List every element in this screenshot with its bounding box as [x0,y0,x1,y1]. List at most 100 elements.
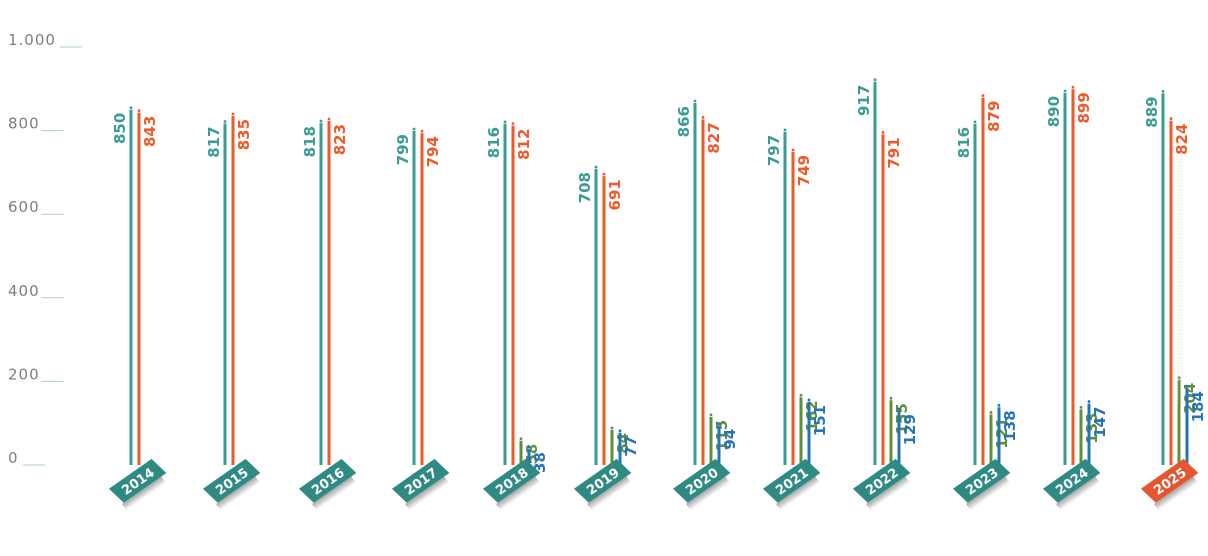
value-label: 866 [675,106,693,137]
value-label: 850 [111,113,129,144]
bar-cap [137,109,141,113]
bar-cap [503,120,507,124]
bar-cap [1185,384,1189,388]
bar-cap [791,148,795,152]
bar-cap [783,128,787,132]
y-tick-label: 0 [8,449,19,467]
year-badge: 2018 [482,458,541,511]
value-label: 147 [1091,407,1109,438]
year-badge-bg [852,458,911,503]
value-label: 812 [515,129,533,160]
value-label: 823 [331,124,349,155]
value-label: 816 [485,127,503,158]
value-label: 77 [622,436,640,457]
year-badge-shadow [866,476,910,511]
bar-cap [701,115,705,119]
year-badge: 2021 [762,458,821,511]
bar-cap [693,99,697,103]
value-label: 816 [955,127,973,158]
bar-cap [1169,117,1173,120]
bar-cap [327,117,331,121]
value-label: 843 [141,116,159,147]
value-label: 889 [1143,96,1161,127]
year-badge-bg [202,458,261,503]
value-label: 691 [606,179,624,210]
bar-cap [223,120,227,123]
year-badge-shadow [405,476,449,511]
year-badge: 2019 [573,458,632,511]
bar-cap [231,112,235,116]
value-label: 94 [721,429,739,450]
year-badge-shadow [312,476,356,511]
value-label: 827 [705,122,723,153]
bar-cap [1087,400,1091,403]
value-label: 38 [531,452,549,473]
year-badge-bg [952,458,1011,503]
bar-cap [989,411,993,414]
year-badge-bg [672,458,731,503]
year-badge-shadow [1154,476,1198,511]
bar-cap [873,78,877,82]
bar-cap [889,396,893,400]
year-badge-shadow [496,476,540,511]
year-badge-bg [573,458,632,503]
year-badge-shadow [686,476,730,511]
year-badge: 2025 [1140,458,1199,511]
value-label: 899 [1075,92,1093,123]
bar-cap [807,398,811,402]
year-badge-shadow [966,476,1010,511]
bar-cap [1079,406,1083,409]
year-badge-shadow [587,476,631,511]
bar-cap [610,426,614,430]
bar-cap [519,437,523,441]
value-label: 791 [885,137,903,168]
value-label: 708 [576,172,594,203]
bar-cap [618,429,622,433]
bar-cap [420,129,424,133]
value-label: 151 [811,405,829,436]
value-label: 799 [394,134,412,165]
bar-cap [981,94,985,97]
y-tick-label: 800 [8,115,40,133]
year-badge-bg [482,458,541,503]
year-badge-shadow [216,476,260,511]
value-label: 749 [795,155,813,186]
value-label: 824 [1173,124,1191,155]
y-tick-label: 600 [8,198,40,216]
value-label: 835 [235,119,253,150]
bar-cap [709,413,713,417]
bar-cap [973,120,977,124]
y-tick-label: 400 [8,282,40,300]
bar-cap [997,403,1001,407]
value-label: 890 [1045,96,1063,127]
bar-cap [129,106,133,110]
value-label: 129 [901,414,919,445]
y-tick-label: 200 [8,365,40,383]
bar-cap [1063,89,1067,93]
value-label: 184 [1189,391,1207,422]
value-label: 797 [765,135,783,166]
value-label: 879 [985,101,1003,132]
bar-cap [594,165,598,169]
bar-cap [602,172,606,176]
year-badge: 2015 [202,458,261,511]
year-badge-shadow [1056,476,1100,511]
year-badge: 2024 [1042,458,1101,511]
year-badge-shadow [776,476,820,511]
bar-cap [527,445,531,449]
value-label: 818 [301,126,319,157]
year-badge-bg [1140,458,1199,503]
